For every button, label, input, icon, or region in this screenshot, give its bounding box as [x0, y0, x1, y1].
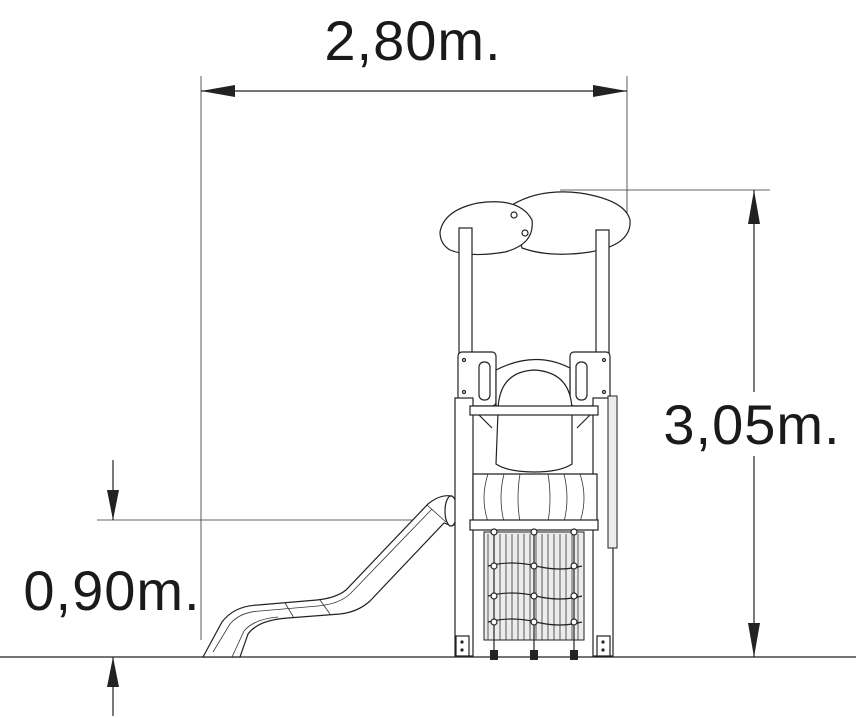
platform-label: 0,90m. — [23, 559, 200, 622]
height-arrow-top — [748, 190, 760, 224]
climbing-net — [483, 528, 585, 660]
tower-deck — [469, 473, 599, 531]
height-label: 3,05m. — [663, 393, 840, 456]
post-feet — [455, 635, 611, 657]
platform-arrow-bottom — [107, 657, 119, 687]
platform-height-dimension: 0,90m. — [23, 460, 460, 716]
height-arrow-bottom — [748, 623, 760, 657]
tower-upper — [457, 351, 611, 473]
width-dimension: 2,80m. — [200, 9, 628, 640]
width-arrow-left — [201, 85, 235, 97]
height-dimension: 3,05m. — [560, 189, 850, 657]
tower-frame — [454, 395, 618, 657]
width-label: 2,80m. — [324, 9, 501, 72]
platform-arrow-top — [107, 490, 119, 520]
width-arrow-right — [593, 85, 627, 97]
